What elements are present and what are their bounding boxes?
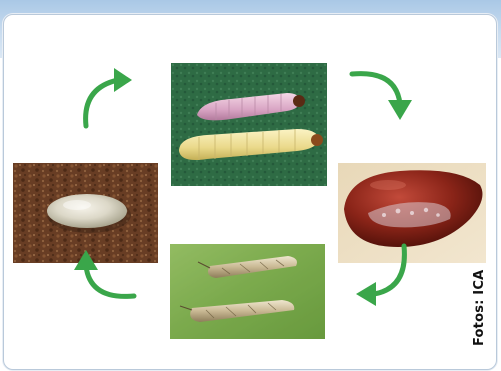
arrow-egg-to-larvae-icon — [78, 60, 138, 132]
photo-credit: Fotos: ICA — [472, 270, 487, 346]
adult-moths-photo — [170, 244, 325, 339]
arrow-pupa-to-adults-icon — [352, 242, 412, 314]
larvae-photo — [171, 63, 327, 186]
arrow-larvae-to-pupa-icon — [348, 66, 420, 124]
arrow-adults-to-egg-icon — [66, 244, 138, 306]
